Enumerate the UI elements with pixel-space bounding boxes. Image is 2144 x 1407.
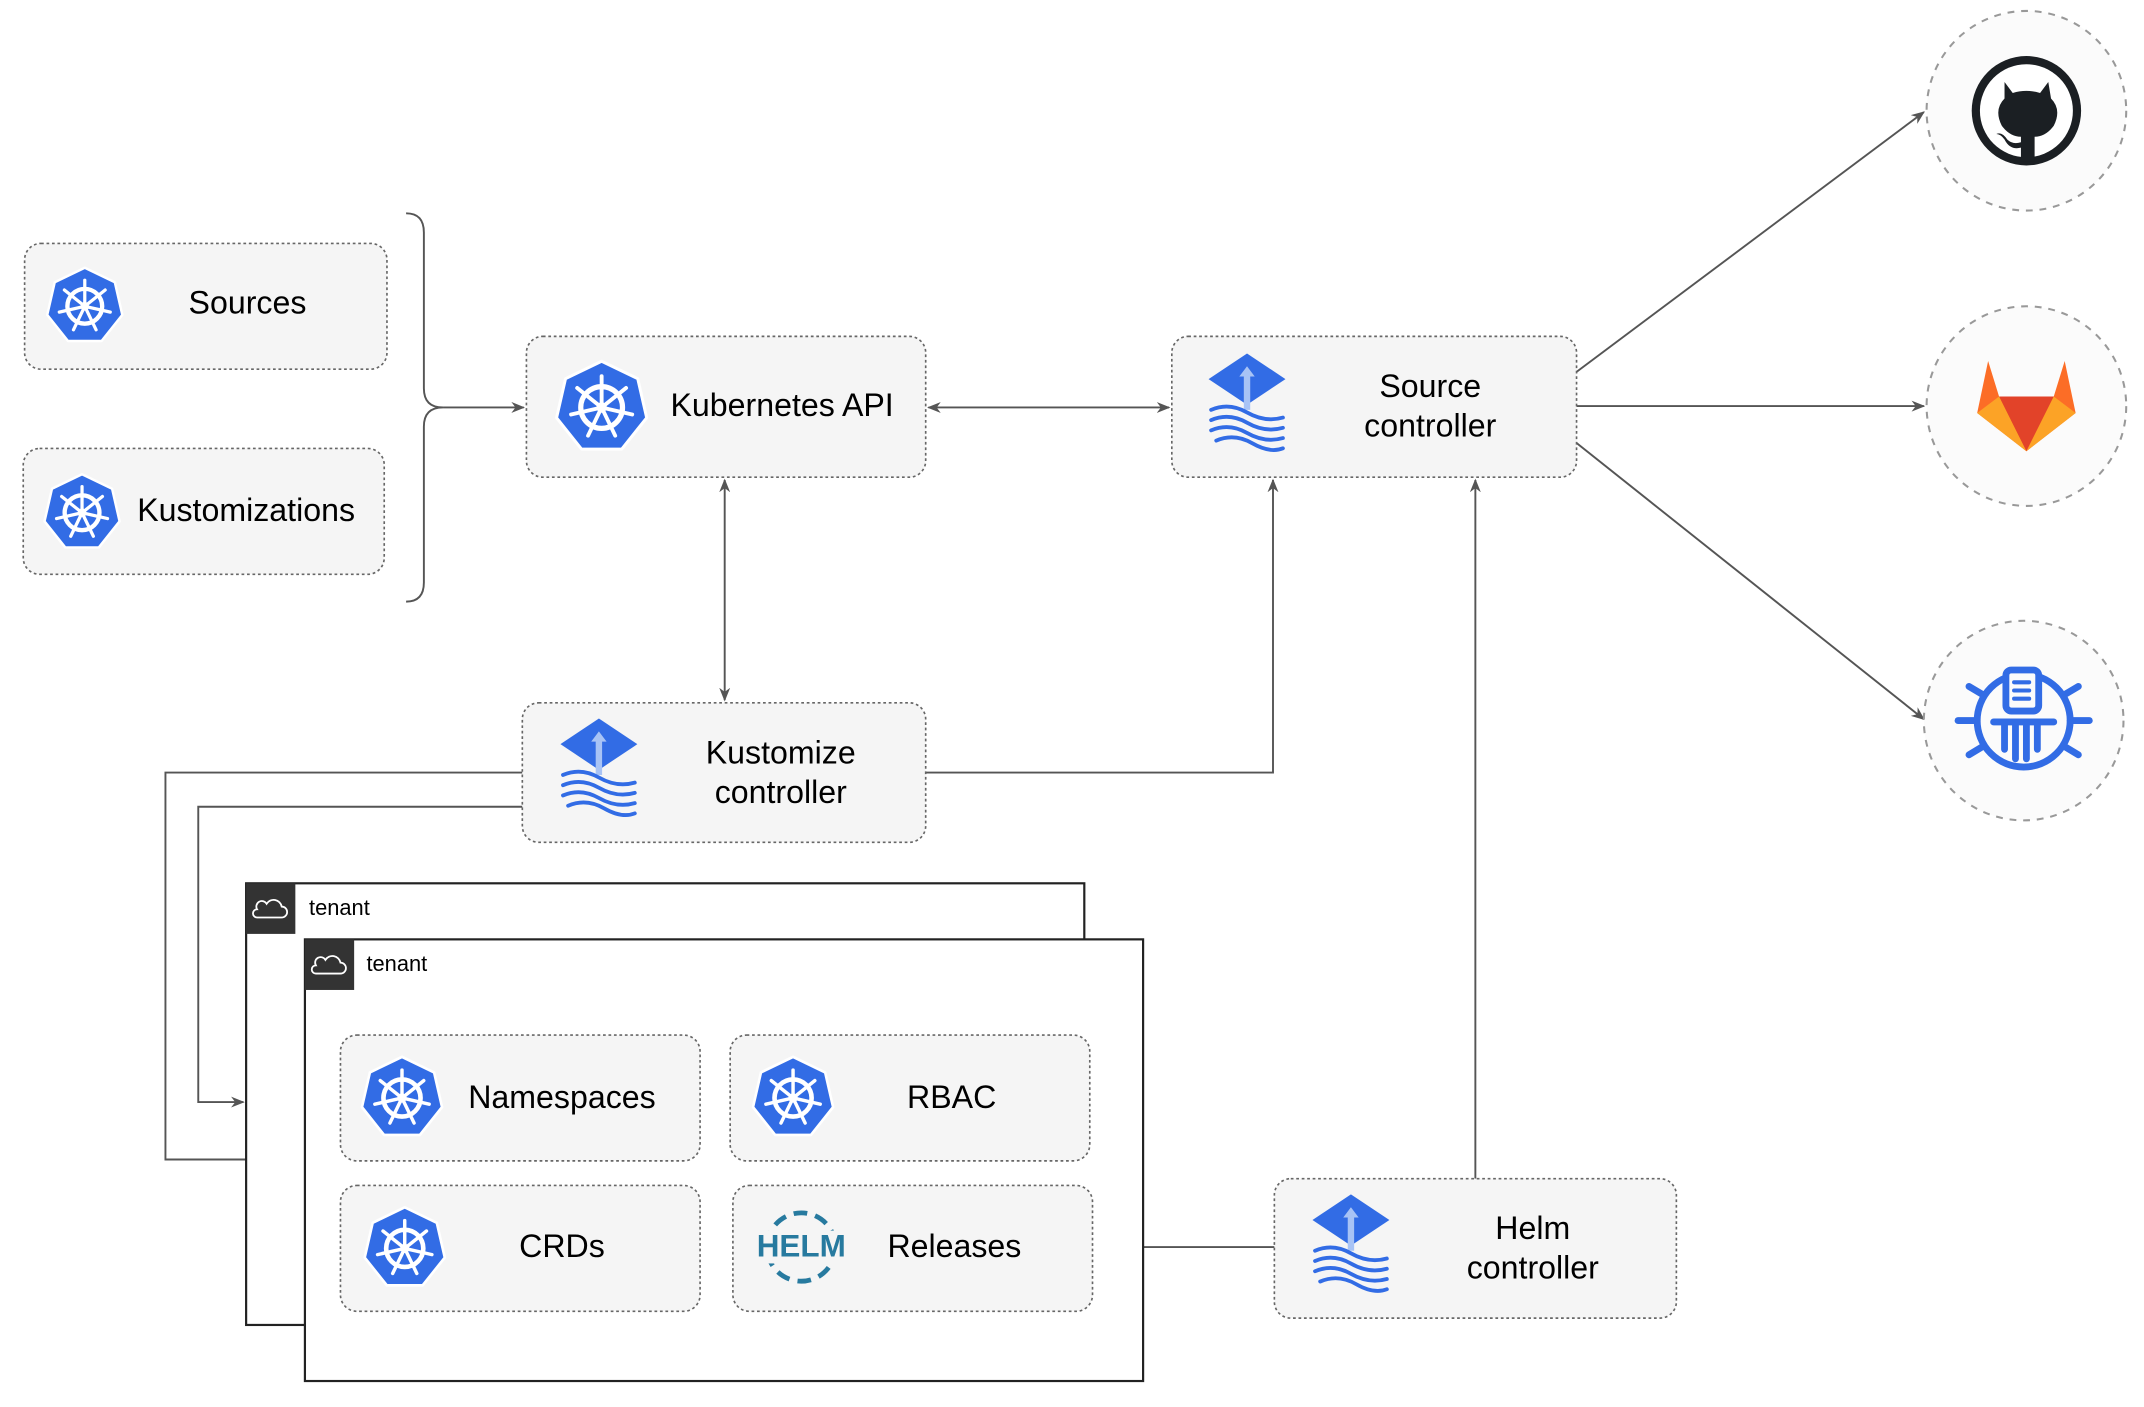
node-sources[interactable]: Sources	[23, 242, 388, 371]
node-rbac[interactable]: RBAC	[729, 1034, 1091, 1162]
svg-text:Helm: Helm	[1495, 1210, 1570, 1246]
bucket-icon	[1954, 666, 2093, 771]
helm-icon: HELM	[757, 1210, 846, 1284]
node-source-controller[interactable]: Source controller	[1170, 335, 1578, 479]
node-helm-controller[interactable]: Helm controller	[1273, 1177, 1678, 1319]
svg-text:controller: controller	[1467, 1250, 1599, 1286]
svg-text:Namespaces: Namespaces	[468, 1079, 655, 1115]
edge-kustomize-to-source	[925, 478, 1279, 774]
external-bucket[interactable]	[1922, 619, 2125, 822]
node-crds[interactable]: CRDs	[339, 1184, 701, 1313]
svg-text:controller: controller	[1364, 407, 1496, 443]
svg-text:Kubernetes API: Kubernetes API	[670, 387, 893, 423]
external-gitlab[interactable]	[1925, 305, 2128, 507]
svg-text:RBAC: RBAC	[907, 1079, 996, 1115]
svg-text:tenant: tenant	[309, 895, 370, 920]
edge-source-to-github	[1575, 111, 1925, 373]
edge-source-to-bucket	[1575, 442, 1925, 721]
external-github[interactable]	[1925, 9, 2128, 212]
node-namespaces[interactable]: Namespaces	[339, 1034, 701, 1162]
node-releases[interactable]: HELM Releases	[732, 1184, 1094, 1313]
edge-kustomize-to-tenant-front	[164, 771, 523, 1165]
svg-text:Sources: Sources	[189, 284, 307, 320]
github-icon	[1971, 56, 2082, 166]
svg-text:controller: controller	[715, 774, 847, 810]
cloud-icon	[310, 955, 347, 975]
gitlab-icon	[1977, 360, 2076, 452]
svg-text:tenant: tenant	[366, 951, 427, 976]
node-kubernetes-api[interactable]: Kubernetes API	[525, 335, 927, 479]
cloud-icon	[252, 899, 288, 919]
svg-text:CRDs: CRDs	[519, 1228, 605, 1264]
edge-kustomize-to-tenant-back	[197, 805, 523, 1108]
svg-text:HELM: HELM	[757, 1229, 846, 1264]
svg-text:Source: Source	[1379, 368, 1481, 404]
node-kustomize-controller[interactable]: Kustomize controller	[521, 701, 927, 844]
svg-text:Releases: Releases	[887, 1228, 1021, 1264]
node-kustomizations[interactable]: Kustomizations	[22, 447, 386, 576]
svg-text:Kustomizations: Kustomizations	[137, 492, 355, 528]
brace	[406, 212, 444, 603]
edges	[164, 111, 1926, 1253]
svg-text:Kustomize: Kustomize	[706, 734, 856, 770]
